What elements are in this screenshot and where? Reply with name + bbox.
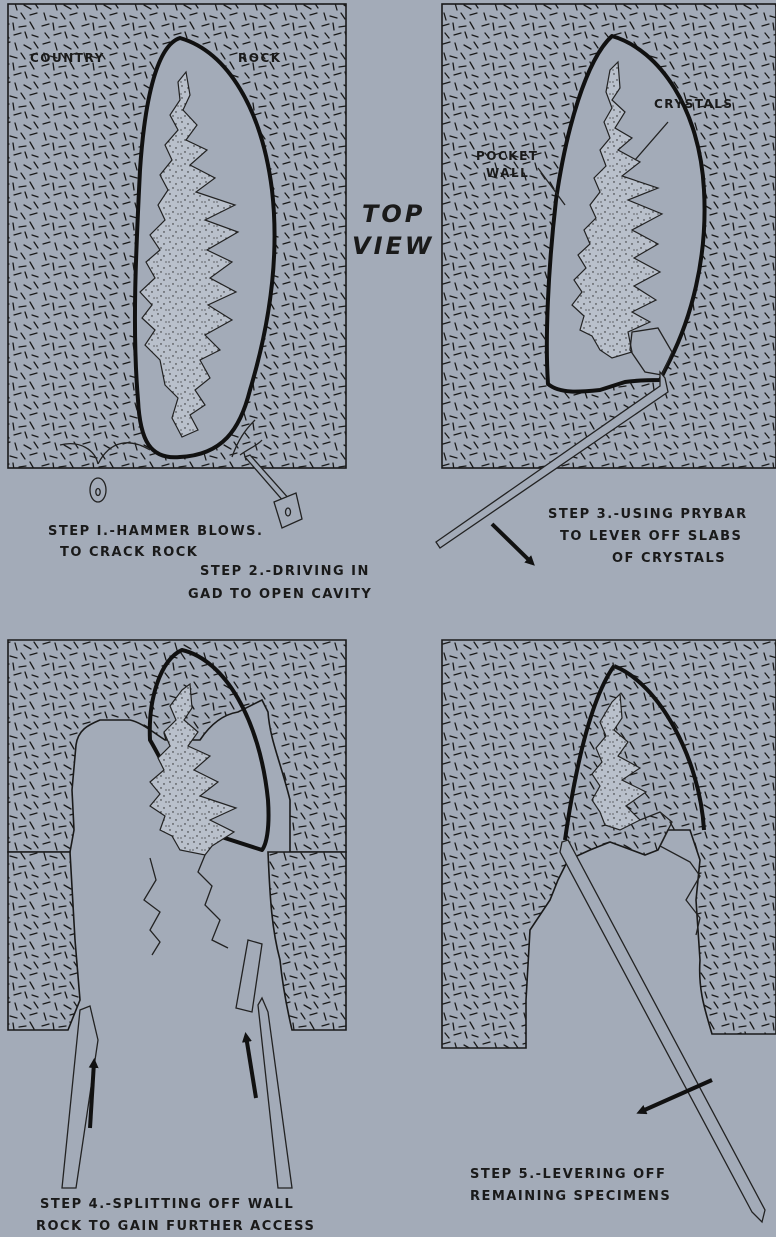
caption-step-3: STEP 3.-USING PRYBAR TO LEVER OFF SLABS …: [548, 507, 748, 566]
lower-left-wall: [8, 852, 80, 1030]
broken-wall-outline: [144, 855, 228, 955]
lower-right-wall: [268, 852, 346, 1030]
push-arrow-right: [246, 1036, 256, 1098]
label-rock: ROCK: [238, 51, 282, 65]
label-wall: WALL: [486, 166, 529, 180]
panel-step-5: [442, 640, 776, 1222]
caption-step-1: STEP I.-HAMMER BLOWS. TO CRACK ROCK: [48, 524, 264, 560]
step-3-line-2: TO LEVER OFF SLABS: [560, 529, 742, 544]
caption-step-4: STEP 4.-SPLITTING OFF WALL ROCK TO GAIN …: [36, 1197, 315, 1233]
hammer-head: [90, 478, 106, 502]
panel-step-3: POCKET WALL CRYSTALS: [436, 4, 776, 563]
caption-step-5: STEP 5.-LEVERING OFF REMAINING SPECIMENS: [470, 1167, 671, 1204]
step-5-line-2: REMAINING SPECIMENS: [470, 1189, 671, 1204]
step-1-line-1: STEP I.-HAMMER BLOWS.: [48, 524, 264, 539]
step-2-line-1: STEP 2.-DRIVING IN: [200, 564, 370, 579]
wedge-right: [258, 998, 292, 1188]
step-5-line-1: STEP 5.-LEVERING OFF: [470, 1167, 666, 1182]
panel-step-4: [8, 640, 346, 1188]
caption-step-2: STEP 2.-DRIVING IN GAD TO OPEN CAVITY: [188, 564, 372, 602]
label-crystals: CRYSTALS: [654, 97, 734, 111]
figure-title: TOP VIEW: [352, 200, 434, 260]
label-country: COUNTRY: [30, 51, 105, 65]
step-4-line-1: STEP 4.-SPLITTING OFF WALL: [40, 1197, 294, 1212]
country-rock-block: [442, 640, 776, 1048]
lever-direction-arrow: [492, 524, 532, 563]
step-2-line-2: GAD TO OPEN CAVITY: [188, 587, 372, 602]
step-3-line-1: STEP 3.-USING PRYBAR: [548, 507, 748, 522]
step-3-line-3: OF CRYSTALS: [612, 551, 726, 566]
wedge-slab: [236, 940, 262, 1012]
title-view: VIEW: [352, 232, 434, 260]
title-top: TOP: [362, 200, 425, 228]
step-1-line-2: TO CRACK ROCK: [60, 545, 198, 560]
step-4-line-2: ROCK TO GAIN FURTHER ACCESS: [36, 1219, 315, 1233]
label-pocket: POCKET: [476, 149, 538, 163]
panel-step-1-2: COUNTRY ROCK: [8, 4, 346, 528]
